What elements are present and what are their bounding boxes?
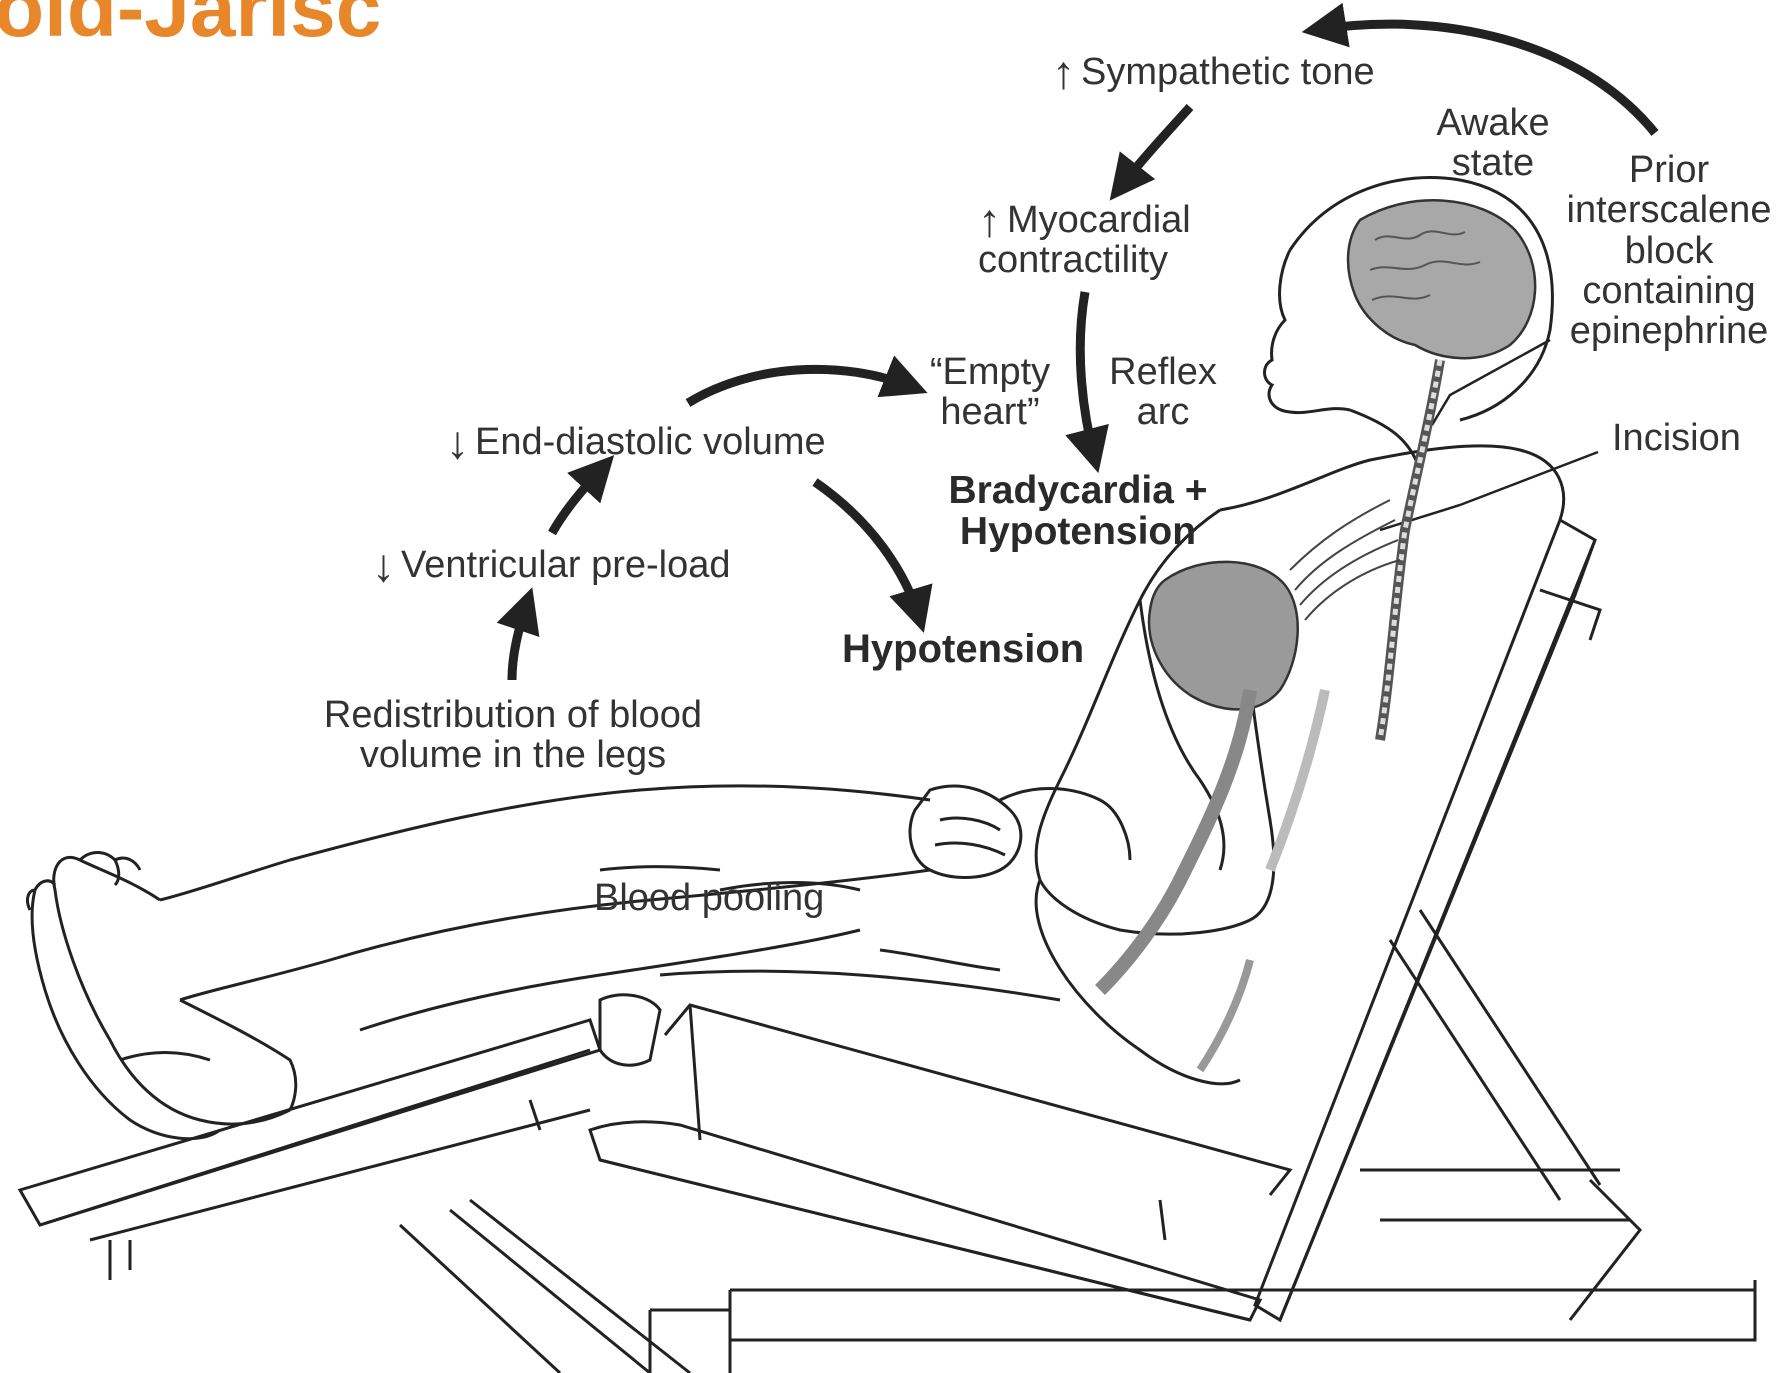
label-ventricular-preload: Ventricular pre-load (372, 545, 731, 585)
label-awake-state: Awake state (1428, 103, 1558, 184)
arrow-edv-to-hypotension (815, 482, 920, 620)
arrow-redistribution-to-preload (512, 600, 528, 680)
label-blood-pooling: Blood pooling (594, 878, 824, 918)
patient-body (28, 178, 1564, 1139)
label-myocardial-contractility: Myocardial contractility (978, 200, 1238, 281)
page-title: old-Jarisc (0, 0, 381, 50)
label-reflex-arc: Reflex arc (1098, 352, 1228, 433)
label-redistribution: Redistribution of blood volume in the le… (288, 695, 738, 776)
label-empty-heart: “Empty heart” (915, 352, 1065, 433)
label-hypotension: Hypotension (842, 628, 1084, 670)
label-sympathetic-tone: Sympathetic tone (1052, 52, 1375, 92)
arrow-edv-to-empty-heart (688, 369, 915, 403)
arrow-sympathetic-to-myocardial (1118, 107, 1190, 190)
anatomy-shading (1100, 200, 1535, 1070)
label-incision: Incision (1612, 418, 1741, 458)
label-end-diastolic-volume: End-diastolic volume (446, 422, 826, 462)
arrow-reflex-arc (1080, 292, 1095, 460)
label-bradycardia-hypotension: Bradycardia + Hypotension (918, 470, 1238, 553)
label-prior-block: Prior interscalene block containing epin… (1552, 150, 1786, 351)
arrow-preload-to-edv (552, 465, 605, 533)
